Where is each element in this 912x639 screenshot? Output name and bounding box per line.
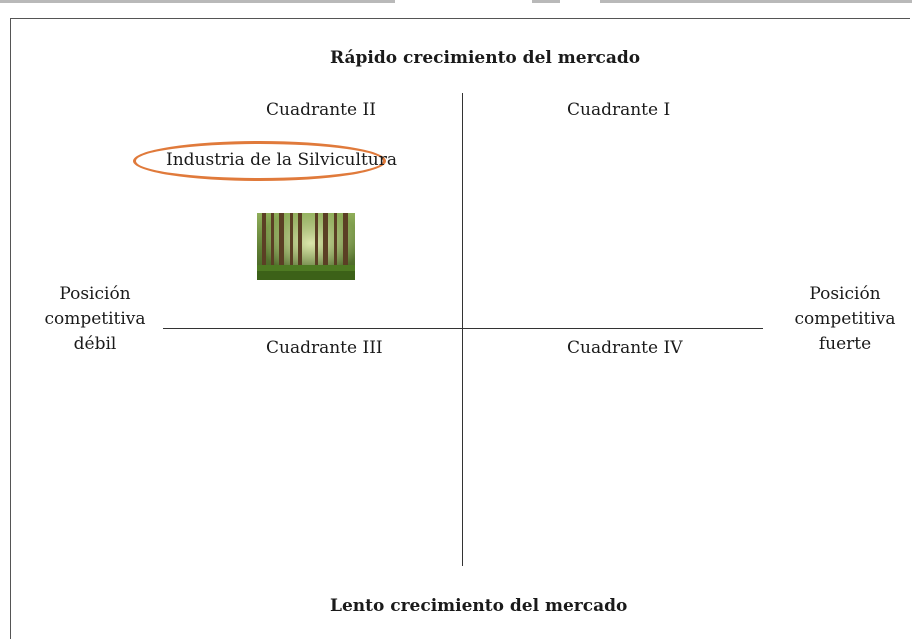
top-strip <box>0 0 912 3</box>
highlighted-industry: Industria de la Silvicultura <box>166 150 397 170</box>
left-axis-label: Posición competitiva débil <box>44 284 146 354</box>
quadrant-2-label: Cuadrante II <box>266 100 376 120</box>
quadrant-3-label: Cuadrante III <box>266 338 383 358</box>
forest-photo <box>257 213 355 280</box>
highlight-ellipse <box>133 141 386 181</box>
vertical-axis <box>462 93 463 566</box>
top-axis-label: Rápido crecimiento del mercado <box>330 48 641 68</box>
bottom-axis-label: Lento crecimiento del mercado <box>330 596 628 616</box>
diagram-frame <box>10 18 910 639</box>
quadrant-4-label: Cuadrante IV <box>567 338 683 358</box>
quadrant-1-label: Cuadrante I <box>567 100 671 120</box>
horizontal-axis <box>163 328 763 329</box>
right-axis-label: Posición competitiva fuerte <box>794 284 896 354</box>
